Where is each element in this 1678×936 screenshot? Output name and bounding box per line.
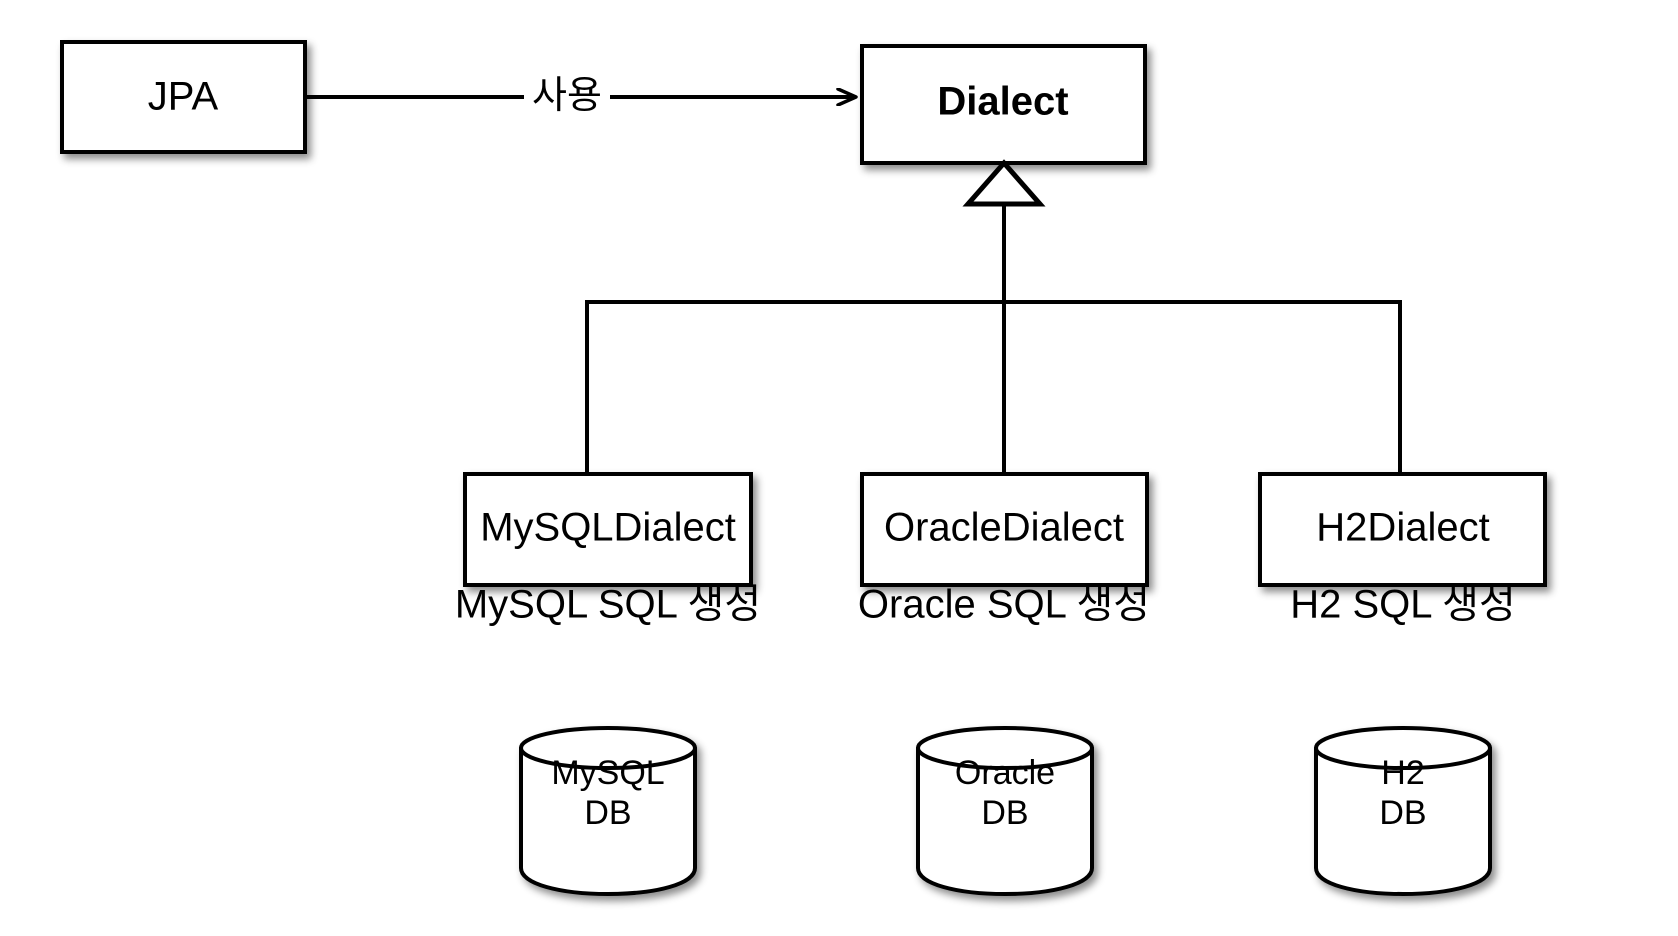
db-h2-top-icon	[1314, 726, 1492, 770]
node-h2-dialect-box[interactable]	[1258, 472, 1547, 587]
node-h2-dialect[interactable]: H2Dialect	[1258, 472, 1547, 587]
db-mysql-label-line2: DB	[584, 794, 631, 832]
node-mysql-dialect[interactable]: MySQLDialect	[463, 472, 753, 587]
edge-inheritance	[585, 159, 1402, 474]
node-oracle-dialect-label: OracleDialect	[884, 506, 1124, 550]
db-h2-label-line2: DB	[1379, 794, 1426, 832]
edge-uses: 사용	[305, 75, 856, 117]
node-jpa-label: JPA	[148, 75, 219, 119]
caption-mysql: MySQL SQL 생성	[455, 583, 761, 627]
node-jpa[interactable]: JPA	[60, 40, 307, 154]
node-jpa-box[interactable]	[60, 40, 307, 154]
db-oracle-label-line2: DB	[981, 794, 1028, 832]
node-oracle-dialect[interactable]: OracleDialect	[860, 472, 1149, 587]
db-h2[interactable]: H2 DB	[1314, 726, 1492, 896]
inheritance-triangle-icon	[962, 159, 1046, 207]
node-dialect-label: Dialect	[937, 80, 1068, 124]
node-dialect-box[interactable]	[860, 44, 1147, 165]
node-h2-dialect-label: H2Dialect	[1316, 506, 1489, 550]
db-oracle[interactable]: Oracle DB	[916, 726, 1094, 896]
db-oracle-label-line1: Oracle	[955, 754, 1055, 792]
node-dialect[interactable]: Dialect	[860, 44, 1147, 165]
db-mysql[interactable]: MySQL DB	[519, 726, 697, 896]
db-oracle-top-icon	[916, 726, 1094, 770]
db-oracle-body[interactable]	[916, 746, 1094, 896]
db-mysql-top-icon	[519, 726, 697, 770]
node-mysql-dialect-label: MySQLDialect	[480, 506, 736, 550]
db-h2-label-line1: H2	[1381, 754, 1424, 792]
db-mysql-label-line1: MySQL	[551, 754, 664, 792]
db-mysql-body[interactable]	[519, 746, 697, 896]
caption-oracle: Oracle SQL 생성	[858, 583, 1150, 627]
node-oracle-dialect-box[interactable]	[860, 472, 1149, 587]
node-mysql-dialect-box[interactable]	[463, 472, 753, 587]
db-h2-body[interactable]	[1314, 746, 1492, 896]
caption-h2: H2 SQL 생성	[1290, 583, 1516, 627]
edge-uses-label: 사용	[532, 75, 602, 117]
